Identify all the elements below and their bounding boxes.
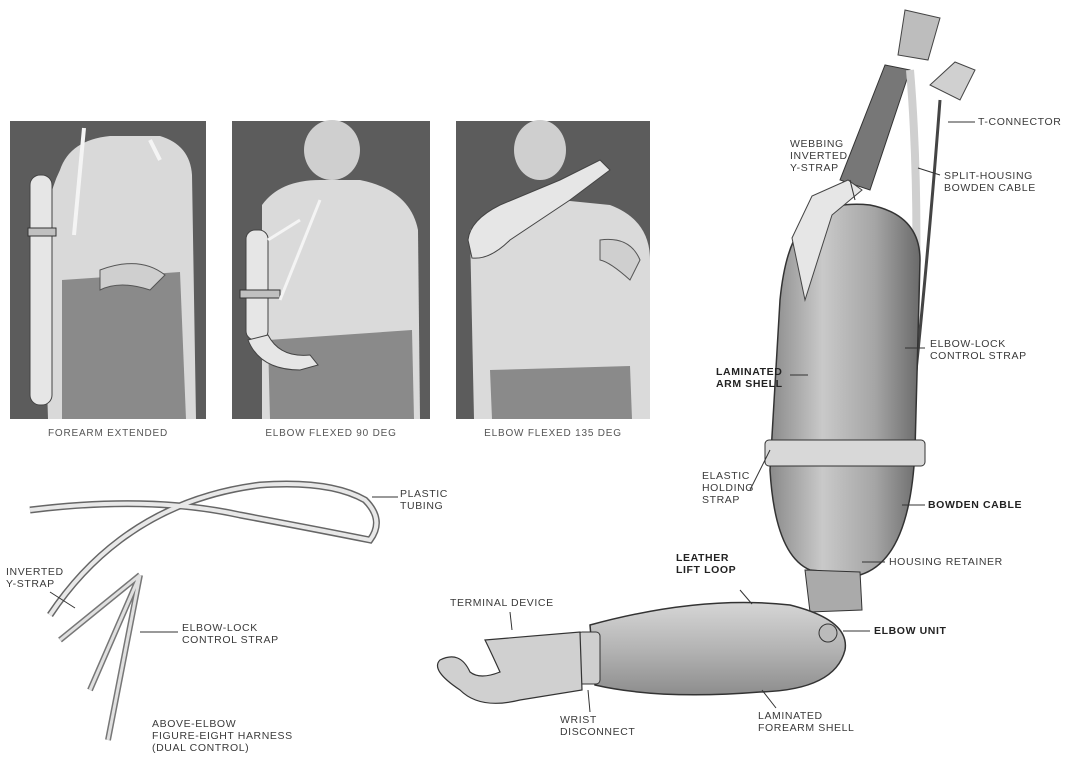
label-line: CONTROL STRAP	[930, 350, 1027, 362]
label-line: FIGURE-EIGHT HARNESS	[152, 730, 293, 742]
label-line: LAMINATED	[758, 710, 855, 722]
label-inverted-y-strap: INVERTED Y-STRAP	[6, 566, 64, 590]
harness-strap	[240, 290, 280, 298]
label-line: ELASTIC	[702, 470, 754, 482]
label-line: LAMINATED	[716, 366, 783, 378]
panel-elbow-flexed-90	[232, 120, 430, 419]
laminated-arm-shell	[770, 204, 920, 575]
label-line: HOLDING	[702, 482, 754, 494]
label-line: PLASTIC	[400, 488, 448, 500]
label-t-connector: T-CONNECTOR	[978, 116, 1061, 128]
label-line: DISCONNECT	[560, 726, 635, 738]
label-line: CONTROL STRAP	[182, 634, 279, 646]
panel-forearm-extended	[10, 121, 206, 419]
elastic-holding-strap	[765, 440, 925, 466]
label-terminal-device: TERMINAL DEVICE	[450, 597, 554, 609]
label-line: STRAP	[702, 494, 754, 506]
trousers	[268, 330, 414, 419]
label-elbow-lock-control-strap: ELBOW-LOCK CONTROL STRAP	[930, 338, 1027, 362]
head	[514, 120, 566, 180]
label-housing-retainer: HOUSING RETAINER	[889, 556, 1003, 568]
label-line: WRIST	[560, 714, 635, 726]
label-laminated-arm-shell: LAMINATED ARM SHELL	[716, 366, 783, 390]
label-line: ABOVE-ELBOW	[152, 718, 293, 730]
leader-wrist	[588, 690, 590, 712]
elbow-hinge-block	[805, 570, 862, 612]
terminal-device-hand	[438, 632, 583, 703]
elbow-unit-pivot	[819, 624, 837, 642]
label-split-housing-bowden-cable: SPLIT-HOUSING BOWDEN CABLE	[944, 170, 1036, 194]
laminated-forearm-shell	[590, 603, 845, 695]
prosthetic-arm	[30, 175, 52, 405]
leader-terminal-device	[510, 612, 512, 630]
label-elbow-unit: ELBOW UNIT	[874, 625, 947, 637]
label-line: LIFT LOOP	[676, 564, 736, 576]
label-line: FOREARM SHELL	[758, 722, 855, 734]
label-wrist-disconnect: WRIST DISCONNECT	[560, 714, 635, 738]
label-line: INVERTED	[6, 566, 64, 578]
label-laminated-forearm-shell: LAMINATED FOREARM SHELL	[758, 710, 855, 734]
label-line: Y-STRAP	[6, 578, 64, 590]
leader-split-housing	[918, 168, 940, 175]
caption-harness: ABOVE-ELBOW FIGURE-EIGHT HARNESS (DUAL C…	[152, 718, 293, 754]
label-bowden-cable: BOWDEN CABLE	[928, 499, 1022, 511]
label-line: INVERTED	[790, 150, 848, 162]
label-line: WEBBING	[790, 138, 848, 150]
trousers	[490, 366, 632, 419]
harness-strap	[28, 228, 56, 236]
prosthetic-upper-arm	[246, 230, 268, 340]
upper-strap-end	[898, 10, 940, 60]
leader-forearm-shell	[762, 690, 776, 708]
caption-forearm-extended: FOREARM EXTENDED	[10, 428, 206, 439]
panel-elbow-flexed-135	[456, 120, 650, 419]
harness-straps-highlight	[60, 575, 140, 740]
label-plastic-tubing: PLASTIC TUBING	[400, 488, 448, 512]
label-line: LEATHER	[676, 552, 736, 564]
label-line: SPLIT-HOUSING	[944, 170, 1036, 182]
caption-elbow-flexed-135: ELBOW FLEXED 135 DEG	[456, 428, 650, 439]
figure-eight-harness	[30, 484, 398, 740]
label-webbing-inverted-y-strap: WEBBING INVERTED Y-STRAP	[790, 138, 848, 174]
label-line: ELBOW-LOCK	[182, 622, 279, 634]
label-line: (DUAL CONTROL)	[152, 742, 293, 754]
label-elastic-holding-strap: ELASTIC HOLDING STRAP	[702, 470, 754, 506]
head	[304, 120, 360, 180]
webbing-strap	[840, 65, 910, 190]
label-line: Y-STRAP	[790, 162, 848, 174]
label-elbow-lock-control-strap-harness: ELBOW-LOCK CONTROL STRAP	[182, 622, 279, 646]
label-line: ARM SHELL	[716, 378, 783, 390]
label-leather-lift-loop: LEATHER LIFT LOOP	[676, 552, 736, 576]
label-line: BOWDEN CABLE	[944, 182, 1036, 194]
harness-loop-highlight	[30, 484, 376, 615]
trousers	[62, 272, 186, 419]
label-line: ELBOW-LOCK	[930, 338, 1027, 350]
t-connector-part	[930, 62, 975, 100]
caption-elbow-flexed-90: ELBOW FLEXED 90 DEG	[232, 428, 430, 439]
label-line: TUBING	[400, 500, 448, 512]
